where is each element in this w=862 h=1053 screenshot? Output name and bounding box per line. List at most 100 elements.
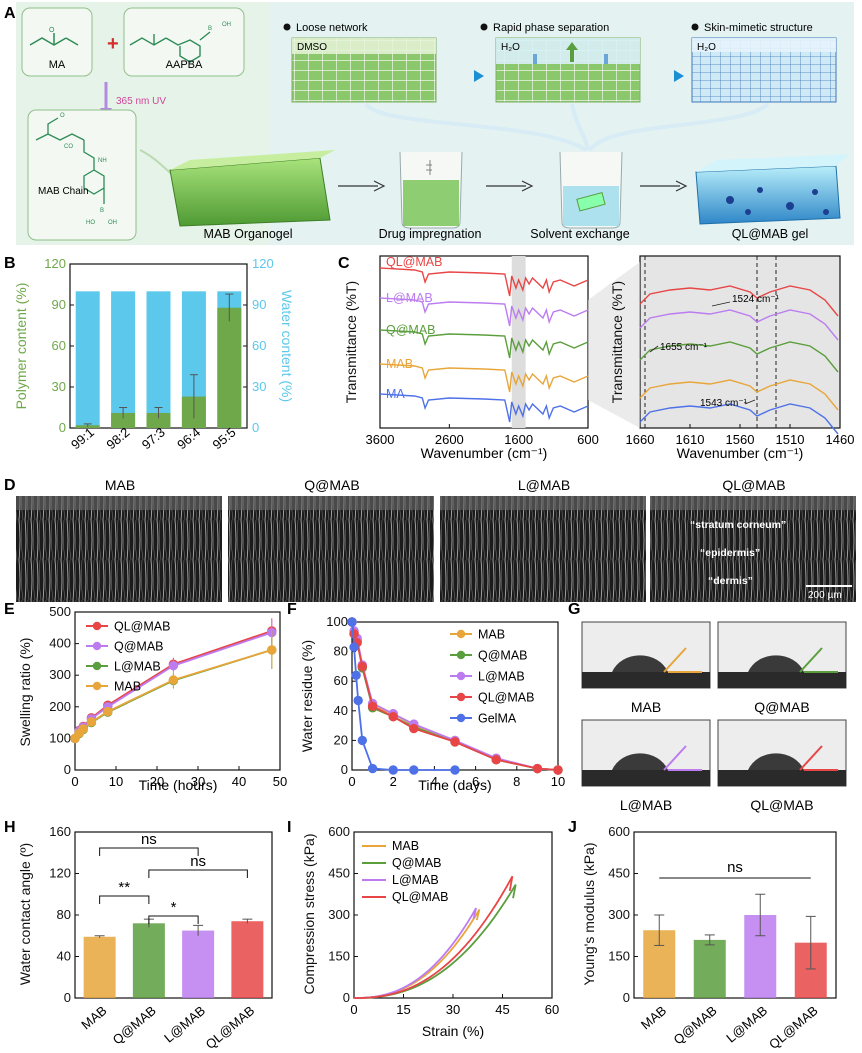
x-tick-label: 60 [545, 1002, 559, 1017]
contact-angle-label: MAB [631, 699, 661, 715]
panel-letter-c: C [338, 255, 350, 272]
significance-bracket [99, 847, 199, 856]
y-axis-label: Swelling ratio (%) [17, 638, 33, 747]
tangent-marker [663, 745, 687, 771]
stage3-title: Skin-mimetic structure [704, 22, 813, 34]
y-tick-label: 60 [52, 338, 66, 353]
sem-label: MAB [105, 477, 135, 493]
svg-text:O: O [49, 27, 55, 34]
x-tick-label: 8 [513, 774, 520, 789]
x-tick-label: 3600 [366, 432, 395, 447]
y-tick-label: 500 [49, 604, 71, 619]
stage2-title: Rapid phase separation [493, 22, 609, 34]
ftir-spectrum-line [379, 363, 589, 393]
x-tick-label: 10 [551, 774, 565, 789]
polymer-content-bar [111, 412, 136, 428]
water-droplet [748, 655, 804, 672]
zoom-connector [588, 262, 640, 428]
legend-label: L@MAB [478, 670, 525, 684]
water-residue-point [351, 670, 361, 680]
y-axis-label: Transmittance (%T) [343, 281, 359, 403]
category-label: L@MAB [161, 1003, 208, 1046]
sem-label: L@MAB [518, 477, 570, 493]
legend-label: L@MAB [392, 873, 439, 887]
ql-mab-gel-image [695, 165, 841, 225]
water-residue-point [388, 765, 398, 775]
legend-label: Q@MAB [392, 856, 442, 870]
water-residue-point [450, 765, 460, 775]
stress-strain-curve [353, 875, 514, 999]
ftir-series-label: MAB [386, 357, 413, 371]
y-axis-label: Young's modulus (kPa) [581, 842, 597, 985]
polymer-content-bar [146, 412, 171, 428]
mab-organogel-image [169, 157, 331, 227]
y2-axis-label: Water content (%) [279, 290, 295, 402]
ftir-series-label: Q@MAB [386, 323, 436, 337]
legend-marker [456, 692, 466, 702]
legend-marker [92, 621, 102, 631]
contact-angle-bar [132, 923, 165, 998]
y-tick-label: 450 [328, 866, 350, 881]
stage3-solvent: H₂O [697, 42, 716, 53]
sem-cross-section-image [16, 496, 222, 602]
panel-letter-h: H [4, 819, 16, 836]
y-tick-label: 160 [49, 824, 71, 839]
x-axis-label: Time (days) [418, 777, 491, 793]
legend-marker [456, 713, 466, 723]
svg-text:O: O [60, 113, 65, 119]
category-label: MAB [78, 1003, 109, 1033]
y-tick-label: 80 [334, 644, 348, 659]
significance-ns: ns [727, 859, 743, 876]
x-tick-label: 15 [396, 1002, 410, 1017]
ftir-zoom-line [639, 341, 839, 373]
aapba-label: AAPBA [166, 59, 203, 71]
modulus-bar [693, 939, 726, 998]
water-residue-point [553, 765, 563, 775]
water-content-bar [146, 291, 171, 428]
category-label: MAB [638, 1003, 669, 1033]
plot-frame [379, 255, 589, 429]
ftir-spectrum-line [379, 267, 589, 297]
significance-ns: ns [141, 831, 157, 848]
water-residue-point [349, 642, 359, 652]
y-tick-label: 80 [57, 907, 71, 922]
x-axis-label: Wavenumber (cm⁻¹) [421, 445, 548, 461]
ftir-series-label: MA [386, 387, 405, 401]
x-tick-label: 20 [150, 774, 164, 789]
ftir-annotation-1655: 1655 cm⁻¹ [660, 342, 708, 353]
panel-letter-d: D [4, 477, 16, 494]
y-tick-label: 200 [49, 699, 71, 714]
svg-text:CO: CO [64, 144, 73, 150]
legend-marker [456, 629, 466, 639]
sem-label: Q@MAB [304, 477, 359, 493]
y-tick-label: 40 [334, 703, 348, 718]
plus-sign: + [107, 33, 119, 55]
x-tick-label: 0 [348, 774, 355, 789]
sem-layer-annotation: “stratum corneum” [690, 519, 786, 531]
sem-cross-section-image [650, 496, 856, 602]
legend-label: QL@MAB [114, 620, 170, 634]
ma-monomer-box [21, 7, 93, 77]
significance-bracket [148, 869, 248, 878]
tangent-marker [799, 647, 823, 673]
category-label: L@MAB [723, 1003, 770, 1046]
category-label: QL@MAB [766, 1003, 821, 1052]
x-axis-label: Wavenumber (cm⁻¹) [677, 445, 804, 461]
ma-label: MA [49, 59, 66, 71]
category-label: 98:2 [103, 425, 132, 453]
panel-letter-j: J [568, 819, 577, 836]
svg-text:B: B [100, 208, 104, 214]
x-tick-label: 40 [232, 774, 246, 789]
stage1-solvent: DMSO [297, 42, 327, 53]
contact-angle-bar [182, 930, 215, 998]
ftir-zoom-line [639, 403, 839, 435]
